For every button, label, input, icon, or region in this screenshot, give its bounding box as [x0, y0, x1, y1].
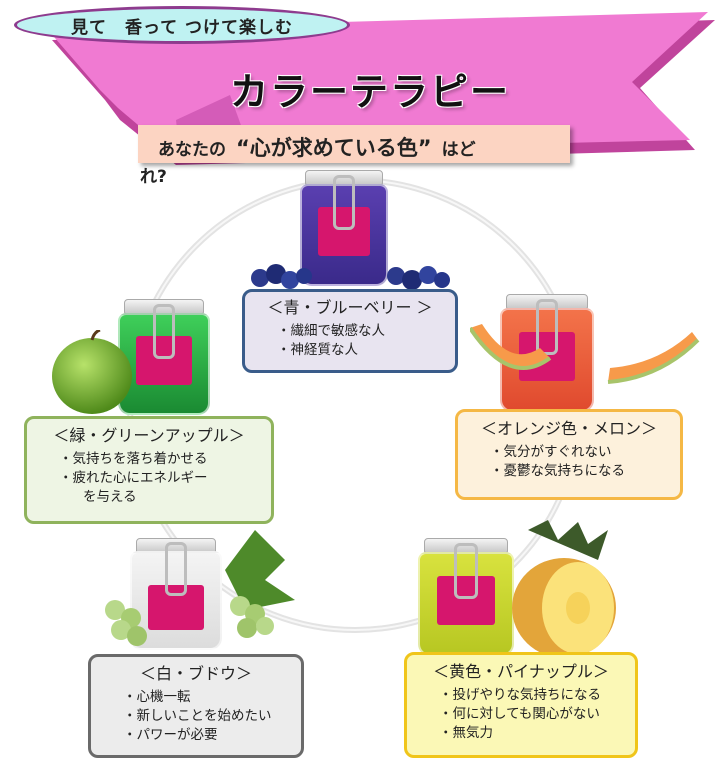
box-title: ＜黄色・パイナップル＞ — [433, 662, 609, 681]
list-item: ・心機一転 — [123, 689, 191, 705]
yellow-pineapple-box: ＜黄色・パイナップル＞ ・投げやりな気持ちになる ・何に対しても関心がない ・無… — [404, 652, 638, 758]
melon-slices-image — [470, 324, 700, 384]
tagline: 見て 香って つけて楽しむ — [14, 6, 350, 44]
box-title: ＜白・ブドウ＞ — [139, 664, 252, 683]
list-item: ・憂鬱な気持ちになる — [490, 463, 625, 479]
page-title: カラーテラピー — [229, 69, 510, 114]
list-item: を与える — [83, 489, 137, 505]
white-grape-box: ＜白・ブドウ＞ ・心機一転 ・新しいことを始めたい ・パワーが必要 — [88, 654, 304, 758]
blueberries-image — [251, 264, 450, 290]
subtitle-wrap: れ? — [140, 167, 167, 187]
list-item: ・投げやりな気持ちになる — [439, 687, 601, 703]
green-apple-jar-image — [118, 299, 210, 415]
pineapple-jar-image — [418, 538, 514, 656]
list-item: ・気持ちを落ち着かせる — [59, 451, 208, 467]
list-item: ・パワーが必要 — [123, 727, 218, 743]
box-title: ＜緑・グリーンアップル＞ — [53, 426, 245, 445]
list-item: ・繊細で敏感な人 — [277, 323, 385, 339]
green-apple-box: ＜緑・グリーンアップル＞ ・気持ちを落ち着かせる ・疲れた心にエネルギー を与え… — [24, 416, 274, 524]
list-item: ・疲れた心にエネルギー — [59, 470, 208, 486]
blueberry-jar-image — [300, 170, 388, 286]
subtitle-band — [138, 125, 570, 163]
pineapple-image — [512, 520, 616, 658]
list-item: ・無気力 — [439, 725, 493, 741]
list-item: ・気分がすぐれない — [490, 444, 612, 460]
list-item: ・何に対しても関心がない — [439, 706, 600, 722]
orange-melon-box: ＜オレンジ色・メロン＞ ・気分がすぐれない ・憂鬱な気持ちになる — [455, 409, 683, 500]
box-title: ＜オレンジ色・メロン＞ — [480, 419, 657, 438]
green-apple-image — [52, 330, 132, 414]
subtitle-pre: あなたの — [158, 140, 226, 160]
grapes-image — [105, 530, 295, 646]
list-item: ・神経質な人 — [277, 342, 358, 358]
subtitle-quote: “心が求めている色” — [236, 136, 432, 160]
box-title: ＜青・ブルーベリー ＞ — [267, 298, 433, 317]
list-item: ・新しいことを始めたい — [123, 708, 272, 724]
subtitle: あなたの “心が求めている色” はど — [158, 131, 576, 167]
blue-blueberry-box: ＜青・ブルーベリー ＞ ・繊細で敏感な人 ・神経質な人 — [242, 289, 458, 373]
subtitle-post: はど — [441, 140, 476, 160]
